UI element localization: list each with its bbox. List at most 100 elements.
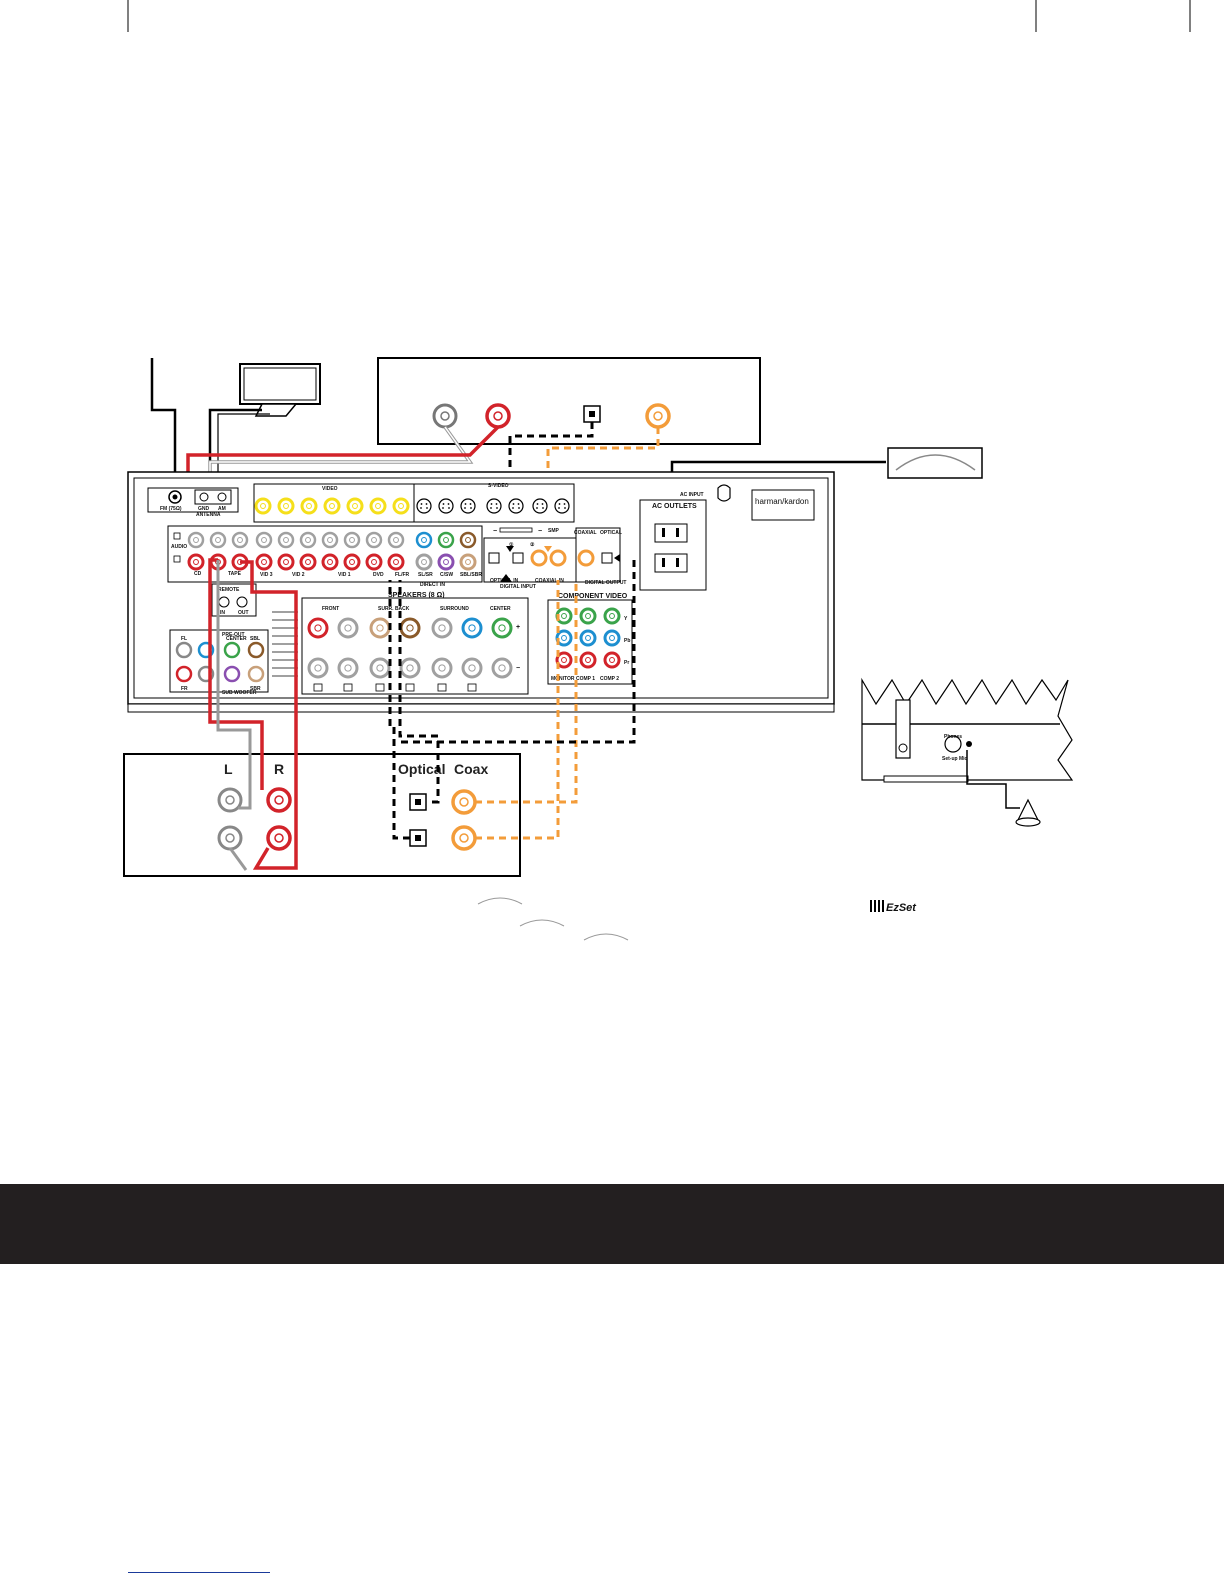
speaker-selector-1 <box>343 683 353 692</box>
speaker-pos-jack-1 <box>337 617 359 639</box>
video-jack-0 <box>254 497 272 515</box>
component-jack-0-2 <box>555 651 573 669</box>
remote-out-label: OUT <box>238 610 249 616</box>
ac-outlets-label: AC OUTLETS <box>652 503 697 510</box>
direct-in-label: DIRECT IN <box>420 582 445 588</box>
circle-one: ① <box>509 542 514 548</box>
speaker-selector-4 <box>437 683 447 692</box>
comp2-label: COMP 2 <box>600 676 619 682</box>
speaker-neg-jack-6 <box>491 657 513 679</box>
comp1-label: COMP 1 <box>576 676 595 682</box>
setup-microphone-icon <box>1015 798 1041 827</box>
audio-top-jack-9 <box>387 531 405 549</box>
surround-label: SURROUND <box>440 606 469 612</box>
audio-top-jack-8 <box>365 531 383 549</box>
svideo-jack-5 <box>532 498 548 514</box>
preout-fr: FR <box>181 686 188 692</box>
component-jack-1-1 <box>579 629 597 647</box>
component-jack-2-2 <box>603 651 621 669</box>
ac-outlets-block: AC INPUT AC OUTLETS harman/kardon <box>639 484 815 591</box>
speaker-pos-jack-3 <box>399 617 421 639</box>
audio-top-jack-11 <box>437 531 455 549</box>
smp-label: SMP <box>548 528 560 534</box>
svideo-jack-6 <box>554 498 570 514</box>
audio-bottom-jack-4 <box>277 553 295 571</box>
speaker-pos-jack-4 <box>431 617 453 639</box>
component-monitor-label: MONITOR <box>551 676 575 682</box>
minus-mark: − <box>516 665 520 672</box>
tape-label: TAPE <box>228 571 242 577</box>
bottom-link-underline <box>128 1572 270 1573</box>
svideo-jack-1 <box>438 498 454 514</box>
audio-bottom-jack-10 <box>415 553 433 571</box>
minus-mark-2: − <box>538 528 542 535</box>
component-video-label: COMPONENT VIDEO <box>558 593 628 600</box>
speaker-pos-jack-6 <box>491 617 513 639</box>
pb-label: Pb <box>624 638 630 644</box>
tape-cables <box>208 558 298 871</box>
csw-label: C/SW <box>440 572 453 578</box>
svideo-jack-4 <box>508 498 524 514</box>
speaker-pos-jack-0 <box>307 617 329 639</box>
brand-label: harman/kardon <box>755 497 809 506</box>
audio-bottom-jack-9 <box>387 553 405 571</box>
audio-input-block: AUDIO CD TAPE VID 3 VID 2 VID 1 DVD FL/F… <box>167 525 483 588</box>
decorative-arcs <box>477 897 629 941</box>
component-jack-1-2 <box>579 651 597 669</box>
audio-top-jack-4 <box>277 531 295 549</box>
fm-antenna-wire <box>150 358 177 490</box>
video-jack-5 <box>369 497 387 515</box>
setup-mic-label: Set-up Mic <box>942 756 967 762</box>
speaker-neg-jack-1 <box>337 657 359 679</box>
speaker-selector-0 <box>313 683 323 692</box>
preout-sbr: SBR <box>250 686 261 692</box>
ezset-text: EzSet <box>886 902 917 914</box>
component-video-block: COMPONENT VIDEO Y Pb Pr MONITOR COMP 1 C… <box>547 593 633 685</box>
svideo-jack-3 <box>486 498 502 514</box>
audio-top-jack-2 <box>231 531 249 549</box>
minus-mark-1: − <box>493 528 497 535</box>
video-jack-6 <box>392 497 410 515</box>
source-device-top <box>377 357 761 445</box>
center-label: CENTER <box>490 606 511 612</box>
audio-top-jack-10 <box>415 531 433 549</box>
source-device-bottom: L R Optical Coax <box>123 753 521 877</box>
digital-output-label: DIGITAL OUTPUT <box>585 580 626 586</box>
audio-bottom-jack-5 <box>299 553 317 571</box>
audio-bottom-jack-3 <box>255 553 273 571</box>
phones-label: Phones <box>944 734 962 740</box>
coaxial-in-label: COAXIAL IN <box>535 578 564 584</box>
bottom-optical-label: Optical <box>398 761 445 777</box>
speakers-label: SPEAKERS (8 Ω) <box>388 592 445 599</box>
speaker-pos-jack-2 <box>369 617 391 639</box>
bottom-digital-cables <box>388 560 636 840</box>
audio-top-jack-0 <box>187 531 205 549</box>
digital-input-label: DIGITAL INPUT <box>500 584 536 590</box>
speaker-selector-2 <box>375 683 385 692</box>
crop-marks <box>127 0 1191 32</box>
surr-back-label: SURR. BACK <box>378 606 410 612</box>
slsr-label: SL/SR <box>418 572 433 578</box>
video-jack-4 <box>346 497 364 515</box>
audio-top-jack-1 <box>209 531 227 549</box>
bottom-l-label: L <box>224 761 233 777</box>
audio-bottom-jack-0 <box>187 553 205 571</box>
audio-bottom-jack-7 <box>343 553 361 571</box>
gnd-label: GND <box>198 506 210 512</box>
optical-label: OPTICAL <box>600 530 622 536</box>
audio-bottom-jack-11 <box>437 553 455 571</box>
preout-center: CENTER <box>226 636 247 642</box>
video-composite-row: VIDEO <box>253 483 415 523</box>
am-loop-antenna <box>208 363 321 490</box>
speaker-selector-5 <box>467 683 477 692</box>
video-jack-1 <box>277 497 295 515</box>
heatsink-lines <box>272 611 298 677</box>
audio-top-jack-7 <box>343 531 361 549</box>
speaker-neg-jack-3 <box>399 657 421 679</box>
component-jack-2-0 <box>603 607 621 625</box>
video-jack-2 <box>300 497 318 515</box>
circle-two: ② <box>530 542 535 548</box>
speaker-neg-jack-2 <box>369 657 391 679</box>
ac-input-label: AC INPUT <box>680 492 704 498</box>
